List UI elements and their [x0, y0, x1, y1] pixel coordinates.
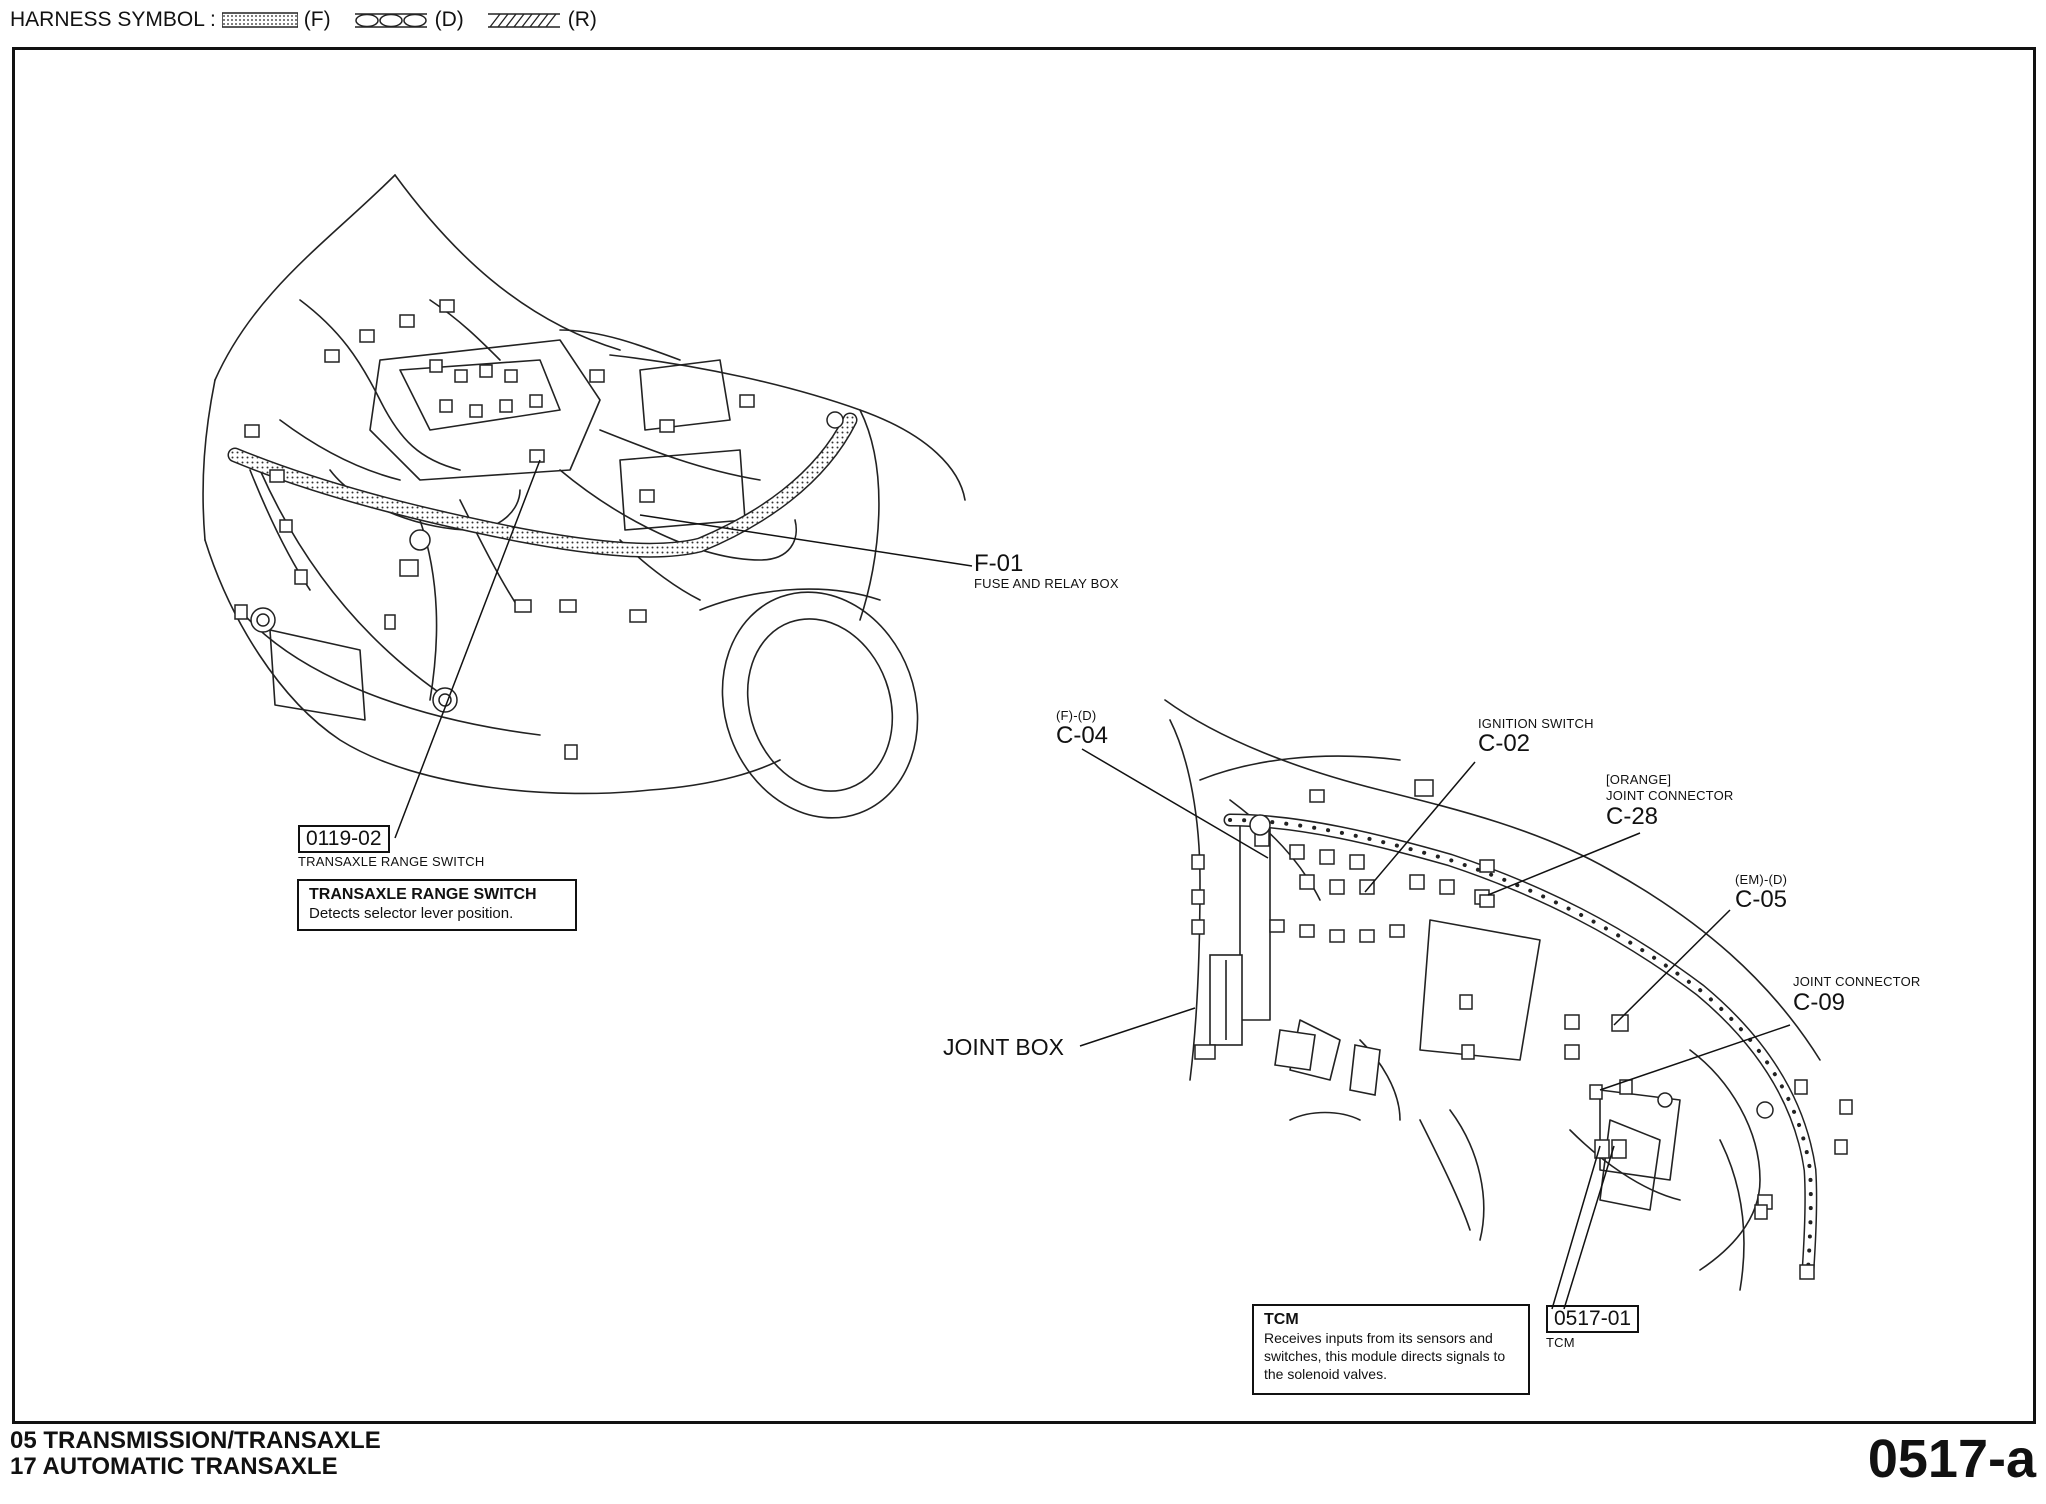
footer-section-line2: 17 AUTOMATIC TRANSAXLE — [10, 1453, 338, 1480]
ref-0517-01-label: TCM — [1546, 1335, 1575, 1350]
joint-box-label: JOINT BOX — [943, 1034, 1064, 1060]
ref-0119-02: 0119-02 — [298, 825, 390, 853]
callout-c28-label: JOINT CONNECTOR — [1606, 788, 1734, 803]
info-box-transaxle-range-switch: TRANSAXLE RANGE SWITCH Detects selector … — [297, 879, 577, 931]
info-box-tcm-title: TCM — [1264, 1311, 1299, 1328]
info-box-trs-title: TRANSAXLE RANGE SWITCH — [309, 886, 537, 903]
info-box-trs-text: Detects selector lever position. — [309, 905, 514, 922]
callout-c28-code: C-28 — [1606, 803, 1659, 830]
ref-0119-02-label: TRANSAXLE RANGE SWITCH — [298, 854, 485, 869]
page-number: 0517-a — [1867, 1429, 2036, 1489]
engine-connectors — [234, 299, 844, 760]
legend-title: HARNESS SYMBOL : — [10, 8, 216, 31]
legend-code-r: (R) — [567, 8, 597, 31]
ref-0517-01: 0517-01 — [1546, 1305, 1640, 1333]
callout-c05-prefix: (EM)-(D) — [1735, 872, 1788, 887]
legend-swatch-hatched — [487, 13, 560, 28]
callout-c28-note: [ORANGE] — [1606, 772, 1672, 787]
info-box-tcm-text: Receives inputs from its sensors and swi… — [1264, 1330, 1506, 1382]
callout-c09-code: C-09 — [1793, 989, 1846, 1016]
pedals — [1274, 1029, 1381, 1096]
dashboard-connectors — [1191, 779, 1853, 1280]
callout-c04-code: C-04 — [1056, 722, 1109, 749]
callout-c02-label: IGNITION SWITCH — [1478, 716, 1594, 731]
diagram-frame — [12, 47, 2036, 1424]
callout-c05-code: C-05 — [1735, 886, 1788, 913]
callout-c04-prefix: (F)-(D) — [1056, 708, 1097, 723]
joint-box-shape — [1209, 954, 1243, 1046]
engine-compartment-drawing — [202, 174, 966, 819]
callout-c02-code: C-02 — [1478, 730, 1531, 757]
dashboard-harness-chain — [1223, 813, 1818, 1277]
callout-c09-label: JOINT CONNECTOR — [1793, 974, 1921, 989]
dashboard-drawing — [1164, 699, 1821, 1291]
legend-code-d: (D) — [434, 8, 464, 31]
callout-f01-code: F-01 — [974, 550, 1024, 577]
legend-swatch-circles — [354, 13, 427, 28]
footer-section-line1: 05 TRANSMISSION/TRANSAXLE — [10, 1427, 381, 1454]
callout-f01-label: FUSE AND RELAY BOX — [974, 576, 1119, 591]
leader-lines — [394, 459, 1791, 1310]
info-box-tcm: TCM Receives inputs from its sensors and… — [1252, 1304, 1530, 1395]
harness-symbol-legend: HARNESS SYMBOL : (F) (D) (R) — [10, 8, 597, 32]
legend-code-f: (F) — [303, 8, 331, 31]
legend-swatch-dotted — [221, 12, 298, 28]
